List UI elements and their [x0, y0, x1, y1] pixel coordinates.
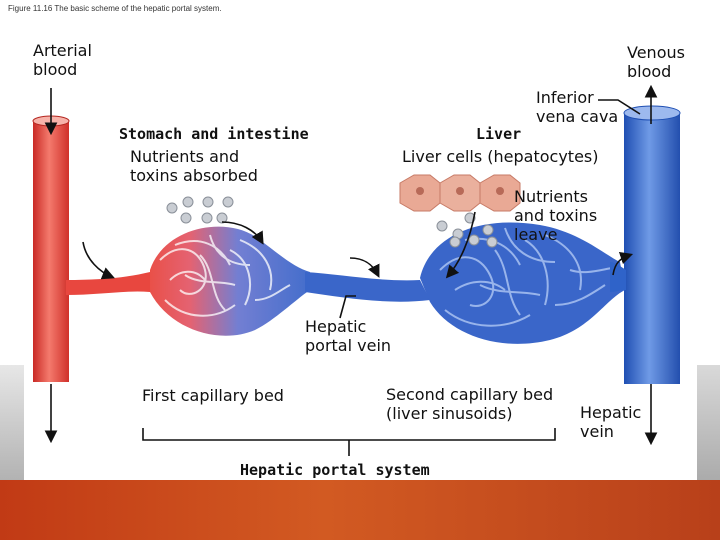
hepatic-vein-vessel [610, 262, 626, 292]
slide-side-decoration-left [0, 365, 24, 485]
slide-side-decoration-right [697, 365, 720, 485]
hepatic-vein-arrow [612, 251, 634, 276]
feeding-artery [66, 272, 150, 295]
portal-vein-leader [339, 295, 356, 319]
second-capillary-bed-shape [420, 222, 625, 344]
stomach-intestine-label: Stomach and intestine [119, 125, 309, 143]
artery-to-bed-arrow [82, 241, 115, 280]
slide-footer-bar [0, 480, 720, 540]
second-capillary-bed-label: Second capillary bed(liver sinusoids) [386, 385, 554, 423]
flow-arrows [44, 84, 658, 446]
liver-cells-arrow [445, 211, 476, 279]
hepatocyte-cells [399, 174, 521, 212]
first-capillary-bed-label: First capillary bed [142, 386, 284, 405]
portal-flow-arrow [349, 257, 380, 278]
first-capillary-bed-shape [150, 226, 310, 336]
artery-vessel [32, 115, 70, 382]
figure-caption: Figure 11.16 The basic scheme of the hep… [8, 4, 222, 13]
nutrient-particles-leaving [436, 212, 498, 248]
vena-cava-leader [598, 99, 641, 115]
liver-cells-label: Liver cells (hepatocytes) [402, 147, 599, 166]
hepatic-portal-system-label: Hepatic portal system [240, 461, 430, 479]
vein-vessel [623, 105, 681, 384]
hepatic-portal-vein-vessel [305, 272, 430, 302]
absorption-arrow [221, 221, 264, 245]
liver-label: Liver [476, 125, 522, 143]
nutrient-particles-absorbed [166, 196, 234, 224]
portal-system-bracket [142, 428, 556, 456]
